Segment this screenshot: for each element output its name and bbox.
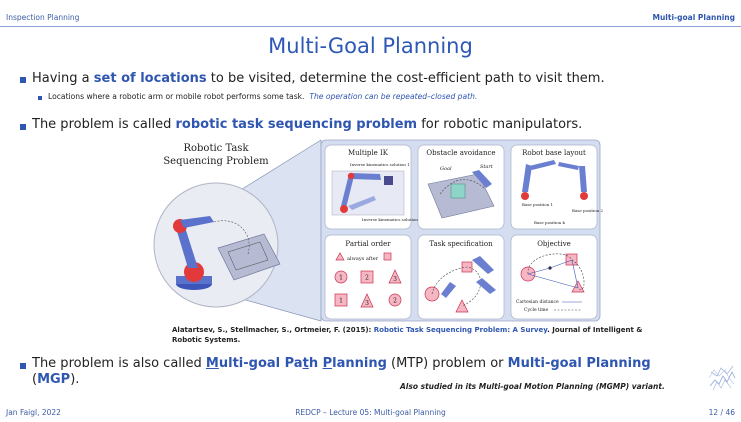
reference: Alatartsev, S., Stellmacher, S., Ortmeie… <box>172 326 643 344</box>
svg-text:Inverse kinematics solution 2: Inverse kinematics solution 2 <box>362 217 422 222</box>
svg-text:3: 3 <box>393 276 397 283</box>
figure-main-label-1: Robotic Task <box>183 143 249 154</box>
panel-robot-base-layout: Robot base layout Base position 1 Base p… <box>510 144 603 230</box>
sub-bullet-marker <box>38 96 42 100</box>
robot-link-2 <box>180 216 214 228</box>
svg-text:Task specification: Task specification <box>429 240 493 248</box>
svg-text:Start: Start <box>480 164 494 170</box>
figure-main-label-2: Sequencing Problem <box>163 156 269 167</box>
mgmp-note: Also studied in its Multi-goal Motion Pl… <box>400 382 665 391</box>
ctu-logo-icon <box>708 365 736 391</box>
bullet-2: The problem is called robotic task seque… <box>32 117 583 132</box>
mgp-highlight: Multi-goal Planning <box>507 356 651 371</box>
robot-link-1 <box>176 224 198 268</box>
panel-multiple-ik: Multiple IK Inverse kinematics solution … <box>324 144 422 230</box>
closed-path-note: The operation can be repeated–closed pat… <box>309 92 478 101</box>
panel-task-specification: Task specification <box>417 234 505 320</box>
svg-text:Objective: Objective <box>537 240 571 248</box>
rtsp-figure: Robotic Task Sequencing Problem Multiple… <box>153 139 603 322</box>
footer-lecture: REDCP – Lecture 05: Multi-goal Planning <box>295 408 446 417</box>
svg-text:2: 2 <box>365 275 369 282</box>
panel-obstacle-avoidance: Obstacle avoidance Goal Start <box>417 144 505 230</box>
rtsp-highlight: robotic task sequencing problem <box>175 117 418 132</box>
svg-text:always after: always after <box>347 256 379 262</box>
sub-bullet-1: Locations where a robotic arm or mobile … <box>48 92 478 101</box>
section-label[interactable]: Inspection Planning <box>6 13 80 22</box>
reference-link[interactable]: Robotic Task Sequencing Problem: A Surve… <box>373 326 548 334</box>
header-bar: Inspection Planning Multi-goal Planning <box>0 0 741 30</box>
bullet-marker <box>20 77 26 83</box>
footer-page-number: 12 / 46 <box>708 408 735 417</box>
svg-text:Base position 1: Base position 1 <box>522 202 553 207</box>
bullet-3: The problem is also called Multi-goal Pa… <box>32 356 651 371</box>
svg-text:3: 3 <box>365 300 369 307</box>
header-divider <box>0 26 741 27</box>
svg-text:Obstacle avoidance: Obstacle avoidance <box>426 149 495 157</box>
panel-partial-order: Partial order always after 1 2 3 1 3 2 <box>324 234 412 320</box>
subsection-label[interactable]: Multi-goal Planning <box>652 13 736 22</box>
footer-author: Jan Faigl, 2022 <box>6 408 61 417</box>
slide-title: Multi-Goal Planning <box>268 34 473 58</box>
bullet-marker <box>20 363 26 369</box>
set-of-locations-highlight: set of locations <box>93 71 207 86</box>
svg-text:Inverse kinematics solution 1: Inverse kinematics solution 1 <box>350 162 410 167</box>
svg-text:Robot base layout: Robot base layout <box>522 149 586 157</box>
panel-objective: Objective Cartesian distance Cycle time <box>510 234 598 320</box>
work-table <box>217 233 281 281</box>
footer-bar: Jan Faigl, 2022 REDCP – Lecture 05: Mult… <box>0 405 741 422</box>
svg-text:Base position 2: Base position 2 <box>572 208 603 213</box>
svg-text:Goal: Goal <box>440 166 452 172</box>
svg-text:1: 1 <box>339 298 343 305</box>
svg-text:Multiple IK: Multiple IK <box>348 149 389 157</box>
svg-text:Cartesian distance: Cartesian distance <box>516 299 559 305</box>
bullet-1: Having a set of locations to be visited,… <box>32 71 605 86</box>
svg-text:2: 2 <box>393 298 397 305</box>
bullet-marker <box>20 124 26 130</box>
bullet-3-line-2: (MGP). <box>32 372 80 387</box>
svg-text:Cycle time: Cycle time <box>524 307 549 313</box>
svg-text:Partial order: Partial order <box>345 240 391 248</box>
svg-text:Base position k: Base position k <box>534 220 565 225</box>
svg-text:1: 1 <box>339 275 343 282</box>
